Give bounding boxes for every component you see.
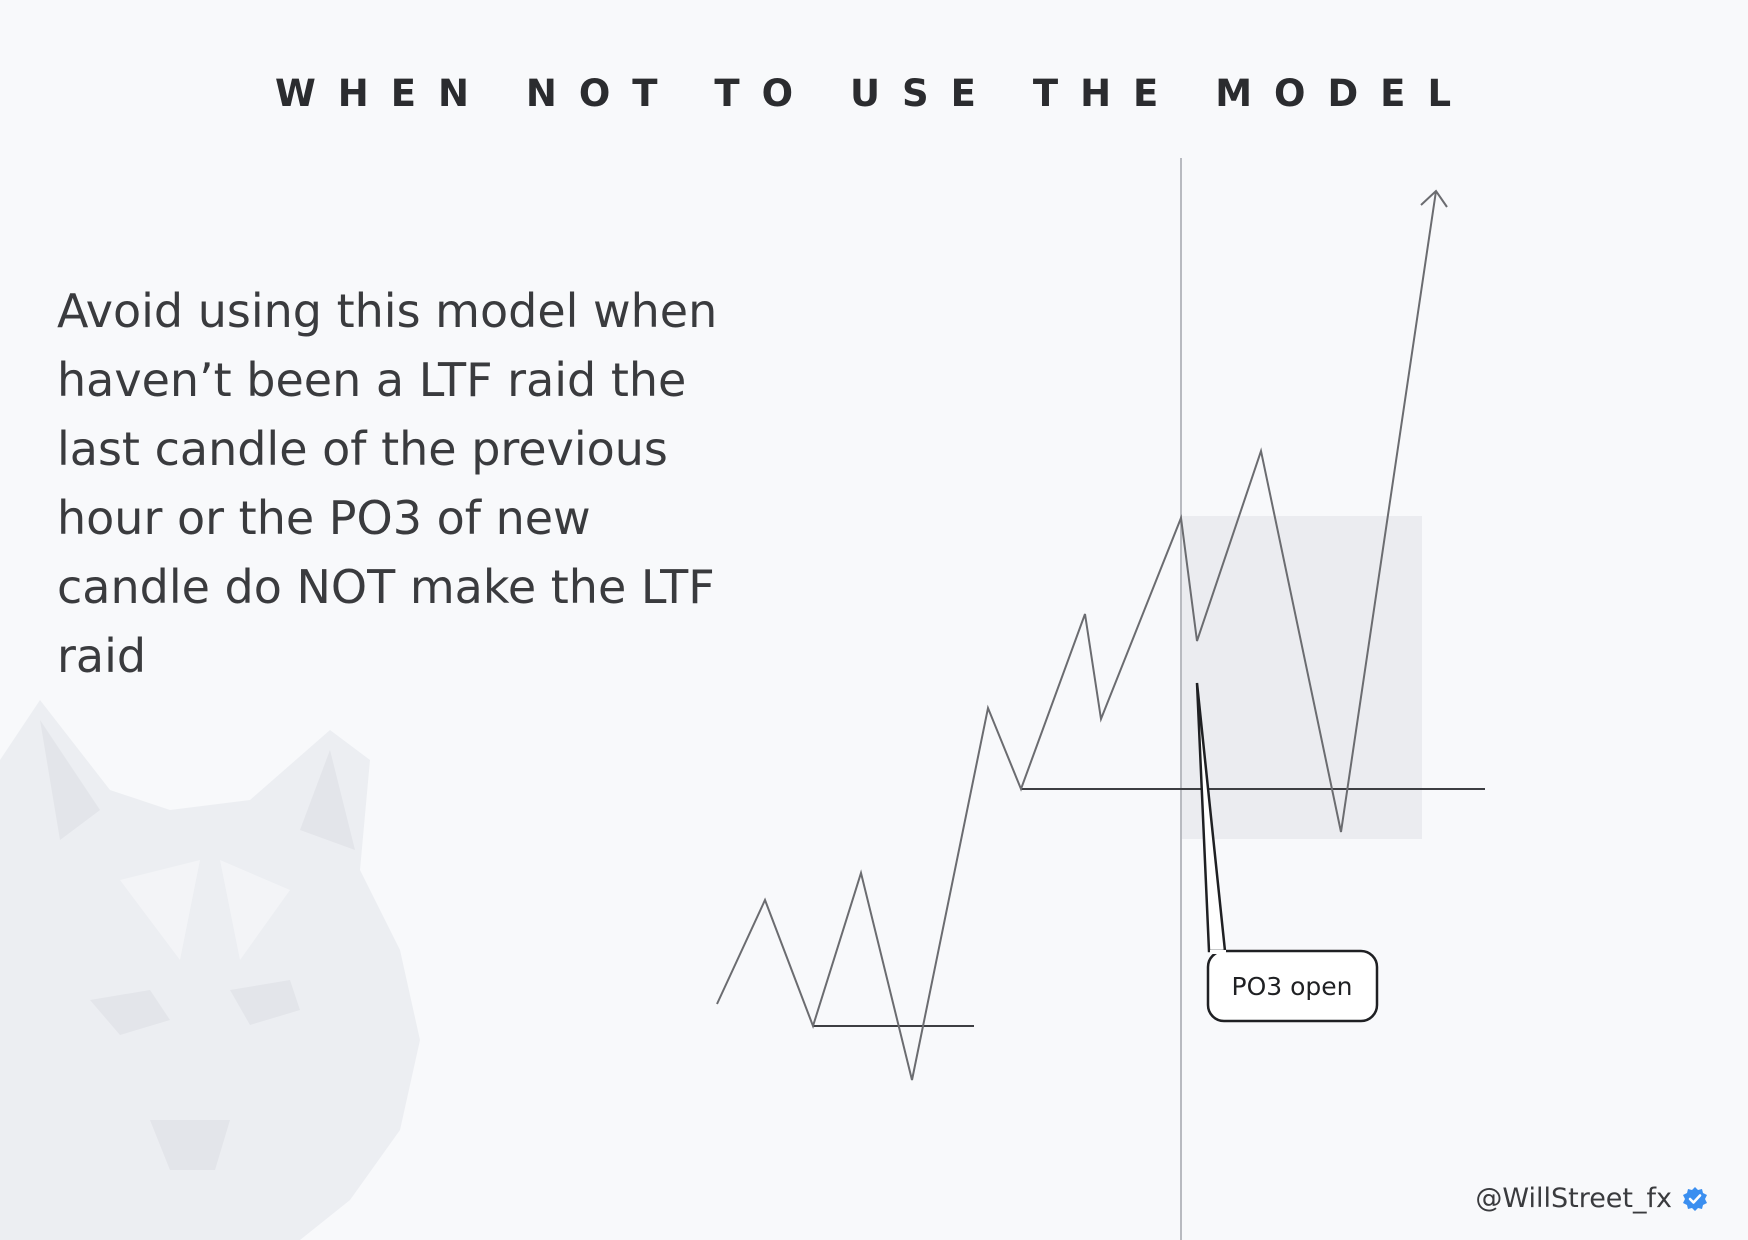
- author-handle: @WillStreet_fx: [1475, 1183, 1708, 1214]
- callout-label: PO3 open: [1232, 972, 1353, 1001]
- arrow-head-icon: [1420, 189, 1448, 208]
- page-title: WHEN NOT TO USE THE MODEL: [274, 72, 1474, 115]
- description-text: Avoid using this model when haven’t been…: [57, 284, 718, 683]
- handle-text: @WillStreet_fx: [1475, 1183, 1672, 1214]
- wolf-watermark: [0, 700, 420, 1240]
- price-path: [716, 190, 1437, 1081]
- callout-bubble: [1206, 949, 1379, 1023]
- po3-range-box: [1181, 516, 1422, 839]
- verified-badge-icon: [1683, 1186, 1707, 1211]
